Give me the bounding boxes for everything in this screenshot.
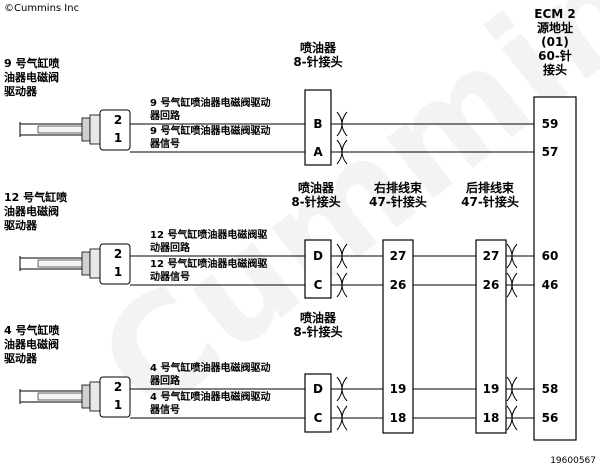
cylinder-9-signal-label-line-1: 9 号气缸喷油器电磁阀驱动: [150, 124, 270, 137]
right-harness-pin-26: 26: [390, 278, 407, 292]
cylinder-12-splice-signal-1: [336, 272, 348, 298]
injector-header-2-line-2: 8-针接头: [291, 194, 340, 209]
ecm-title-line-2: 源地址: [537, 20, 573, 35]
rear-harness-pin-26: 26: [483, 278, 500, 292]
cylinder-12-injector-pin-c: C: [314, 278, 323, 292]
right-harness-pin-18: 18: [390, 411, 407, 425]
cylinder-9-splice-return: [336, 111, 348, 137]
cylinder-12-driver-label-line-1: 12 号气缸喷: [4, 190, 67, 204]
injector-header-3-line-1: 喷油器: [300, 310, 337, 325]
right-harness-connector-box: [382, 239, 414, 434]
rear-harness-pin-27: 27: [483, 249, 500, 263]
cylinder-9-driver-label-line-3: 驱动器: [4, 84, 38, 98]
cylinder-4-driver-label-line-2: 油器电磁阀: [4, 337, 59, 351]
cylinder-9-injector-connector: [304, 89, 332, 166]
cylinder-4-splice-signal-1: [336, 405, 348, 431]
ecm-title-line-4: 60-针: [538, 48, 572, 63]
right-harness-header-line-1: 右排线束: [373, 180, 423, 195]
cylinder-4-return-label-line-1: 4 号气缸喷油器电磁阀驱动: [150, 361, 270, 374]
cylinder-12-injector-pin-d: D: [313, 249, 323, 263]
cylinder-9-return-label-line-2: 器回路: [149, 109, 181, 122]
ecm-header: ECM 2 源地址 (01) 60-针 接头: [534, 7, 575, 77]
cylinder-4-injector-pin-d: D: [313, 382, 323, 396]
figure-id: 19600567: [550, 456, 596, 466]
ecm-pin-57: 57: [542, 145, 559, 159]
cylinder-9-driver-label-line-2: 油器电磁阀: [4, 70, 59, 84]
cylinder-4-injector-connector: [304, 373, 332, 433]
cylinder-12-splice-signal-2: [506, 272, 518, 298]
cylinder-9-driver-label-line-1: 9 号气缸喷: [4, 56, 59, 70]
ecm-connector-box: [533, 96, 577, 441]
cylinder-4-driver-label-line-3: 驱动器: [4, 351, 38, 365]
cylinder-12-injector-connector: [304, 239, 332, 299]
rear-harness-pin-18: 18: [483, 411, 500, 425]
cylinder-4-splice-return-1: [336, 376, 348, 402]
cylinder-4-return-label-line-2: 器回路: [149, 374, 181, 387]
cylinder-12-driver-label-line-3: 驱动器: [4, 218, 38, 232]
injector-header-2: 喷油器 8-针接头: [291, 180, 340, 209]
rear-harness-header-line-2: 47-针接头: [461, 194, 519, 209]
rear-harness-pin-19: 19: [483, 382, 500, 396]
right-harness-header-line-2: 47-针接头: [369, 194, 427, 209]
cylinder-4-driver-label-line-1: 4 号气缸喷: [4, 323, 59, 337]
rear-harness-header-line-1: 后排线束: [466, 180, 515, 195]
cylinder-4-driver-connector: [19, 376, 131, 418]
ecm-title-line-3: (01): [541, 35, 569, 49]
injector-header-1-line-2: 8-针接头: [293, 54, 342, 69]
cylinder-4-driver-pin-1: 1: [114, 398, 122, 412]
ecm-pin-58: 58: [542, 382, 559, 396]
ecm-pin-46: 46: [542, 278, 559, 292]
ecm-pin-59: 59: [542, 117, 559, 131]
rear-harness-connector-box: [475, 239, 507, 434]
cylinder-9-driver-pin-1: 1: [114, 131, 122, 145]
ecm-pin-60: 60: [542, 249, 559, 263]
cylinder-12-driver-pin-1: 1: [114, 265, 122, 279]
cylinder-9-signal-label-line-2: 器信号: [149, 137, 180, 150]
cylinder-4-signal-label-line-1: 4 号气缸喷油器电磁阀驱动: [150, 390, 270, 403]
right-harness-pin-19: 19: [390, 382, 407, 396]
cylinder-12-splice-return-1: [336, 243, 348, 269]
cylinder-12-return-label-line-1: 12 号气缸喷油器电磁阀驱: [150, 228, 267, 241]
cylinder-9-group: 9 号气缸喷 油器电磁阀 驱动器 2 1 9 号气缸喷油器电磁阀驱动 器回路 9…: [4, 56, 559, 166]
cylinder-12-driver-label-line-2: 油器电磁阀: [4, 204, 59, 218]
cylinder-12-group: 12 号气缸喷 油器电磁阀 驱动器 2 1 12 号气缸喷油器电磁阀驱 动器回路…: [4, 190, 559, 299]
injector-header-3: 喷油器 8-针接头: [293, 310, 342, 339]
cylinder-12-return-label-line-2: 动器回路: [150, 241, 191, 254]
cylinder-9-injector-pin-b: B: [313, 117, 322, 131]
cylinder-9-driver-connector: [19, 109, 131, 151]
cylinder-4-signal-label-line-2: 器信号: [149, 403, 180, 416]
ecm-title-line-5: 接头: [543, 62, 567, 77]
ecm-pin-56: 56: [542, 411, 559, 425]
cylinder-12-signal-label-line-2: 动器信号: [150, 270, 190, 283]
injector-header-3-line-2: 8-针接头: [293, 324, 342, 339]
cylinder-12-splice-return-2: [506, 243, 518, 269]
injector-header-1-line-1: 喷油器: [300, 40, 337, 55]
cylinder-9-return-label-line-1: 9 号气缸喷油器电磁阀驱动: [150, 96, 270, 109]
rear-harness-header: 后排线束 47-针接头: [461, 180, 519, 209]
cylinder-4-injector-pin-c: C: [314, 411, 323, 425]
cylinder-9-splice-signal: [336, 139, 348, 165]
cylinder-4-splice-return-2: [506, 376, 518, 402]
cylinder-4-splice-signal-2: [506, 405, 518, 431]
copyright-text: ©Cummins Inc: [4, 3, 79, 14]
right-harness-pin-27: 27: [390, 249, 407, 263]
cylinder-12-signal-label-line-1: 12 号气缸喷油器电磁阀驱: [150, 257, 267, 270]
ecm-title-line-1: ECM 2: [534, 7, 575, 21]
cylinder-9-injector-pin-a: A: [313, 145, 323, 159]
cylinder-12-driver-connector: [19, 243, 131, 285]
injector-header-2-line-1: 喷油器: [298, 180, 335, 195]
cylinder-9-driver-pin-2: 2: [114, 113, 122, 127]
cylinder-4-driver-pin-2: 2: [114, 380, 122, 394]
injector-header-1: 喷油器 8-针接头: [293, 40, 342, 69]
cylinder-4-group: 4 号气缸喷 油器电磁阀 驱动器 2 1 4 号气缸喷油器电磁阀驱动 器回路 4…: [4, 323, 559, 433]
right-harness-header: 右排线束 47-针接头: [369, 180, 427, 209]
cylinder-12-driver-pin-2: 2: [114, 247, 122, 261]
